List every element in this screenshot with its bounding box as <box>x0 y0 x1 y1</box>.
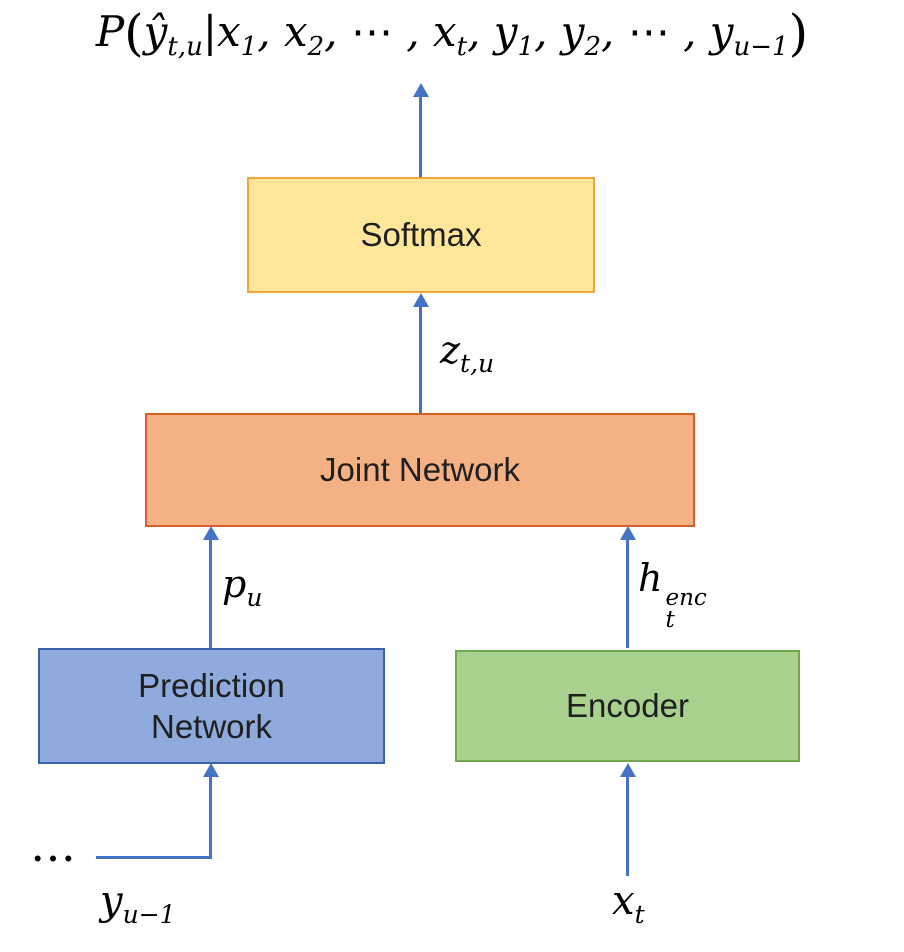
formula-segment: P <box>95 7 125 56</box>
arrow-line <box>419 306 422 413</box>
h-base: h <box>638 556 663 600</box>
h-subscript: t <box>665 606 675 633</box>
arrow-head-icon <box>203 763 219 777</box>
x-subscript: t <box>634 900 645 929</box>
arrow-head-icon <box>620 763 636 777</box>
arrow-head-icon <box>620 526 636 540</box>
formula-open-paren: ( <box>124 4 144 62</box>
x-base: x <box>612 878 635 924</box>
formula-segment: ŷ <box>143 7 168 56</box>
arrow-line <box>626 776 629 876</box>
joint-network-box: Joint Network <box>145 413 695 527</box>
formula-segment: , y <box>534 7 585 56</box>
formula-segment: , ⋯ , y <box>601 7 734 56</box>
p-base: p <box>222 562 247 606</box>
formula-subscript: t <box>456 32 468 62</box>
h-superscript: enc <box>665 585 707 611</box>
prediction-network-label: Prediction Network <box>138 666 285 745</box>
p-subscript: u <box>246 583 263 612</box>
formula-subscript: u−1 <box>733 32 789 62</box>
formula-close-paren: ) <box>788 4 809 62</box>
arrow-line <box>419 96 422 177</box>
arrow-head-icon <box>203 526 219 540</box>
arrow-line <box>209 776 212 859</box>
ellipsis-label: … <box>30 818 78 872</box>
encoder-box: Encoder <box>455 650 800 762</box>
formula-segment: , x <box>257 7 308 56</box>
formula-subscript: t,u <box>167 32 203 62</box>
prediction-network-box: Prediction Network <box>38 648 385 764</box>
formula-subscript: 2 <box>307 32 325 62</box>
formula-segment: , y <box>467 7 518 56</box>
y-u-minus-1-label: yu−1 <box>100 878 176 929</box>
formula-subscript: 2 <box>584 32 602 62</box>
z-subscript: t,u <box>460 349 495 378</box>
arrow-line <box>96 856 212 859</box>
arrow-line <box>209 539 212 648</box>
y-base: y <box>100 878 123 924</box>
y-subscript: u−1 <box>122 900 176 929</box>
formula-segment: |x <box>202 7 241 56</box>
z-t-u-label: zt,u <box>440 328 494 378</box>
z-base: z <box>440 328 461 372</box>
arrow-line <box>626 539 629 648</box>
formula-subscript: 1 <box>240 32 258 62</box>
output-probability-formula: P(ŷt,u|x1, x2, ⋯ , xt, y1, y2, ⋯ , yu−1) <box>0 4 904 62</box>
x-t-label: xt <box>612 878 645 929</box>
joint-network-label: Joint Network <box>320 451 520 489</box>
formula-segment: , ⋯ , x <box>324 7 457 56</box>
p-u-label: pu <box>222 562 262 612</box>
formula-subscript: 1 <box>517 32 535 62</box>
arrow-head-icon <box>413 293 429 307</box>
encoder-label: Encoder <box>566 687 689 725</box>
softmax-box: Softmax <box>247 177 595 293</box>
arrow-head-icon <box>413 83 429 97</box>
softmax-label: Softmax <box>360 216 482 254</box>
